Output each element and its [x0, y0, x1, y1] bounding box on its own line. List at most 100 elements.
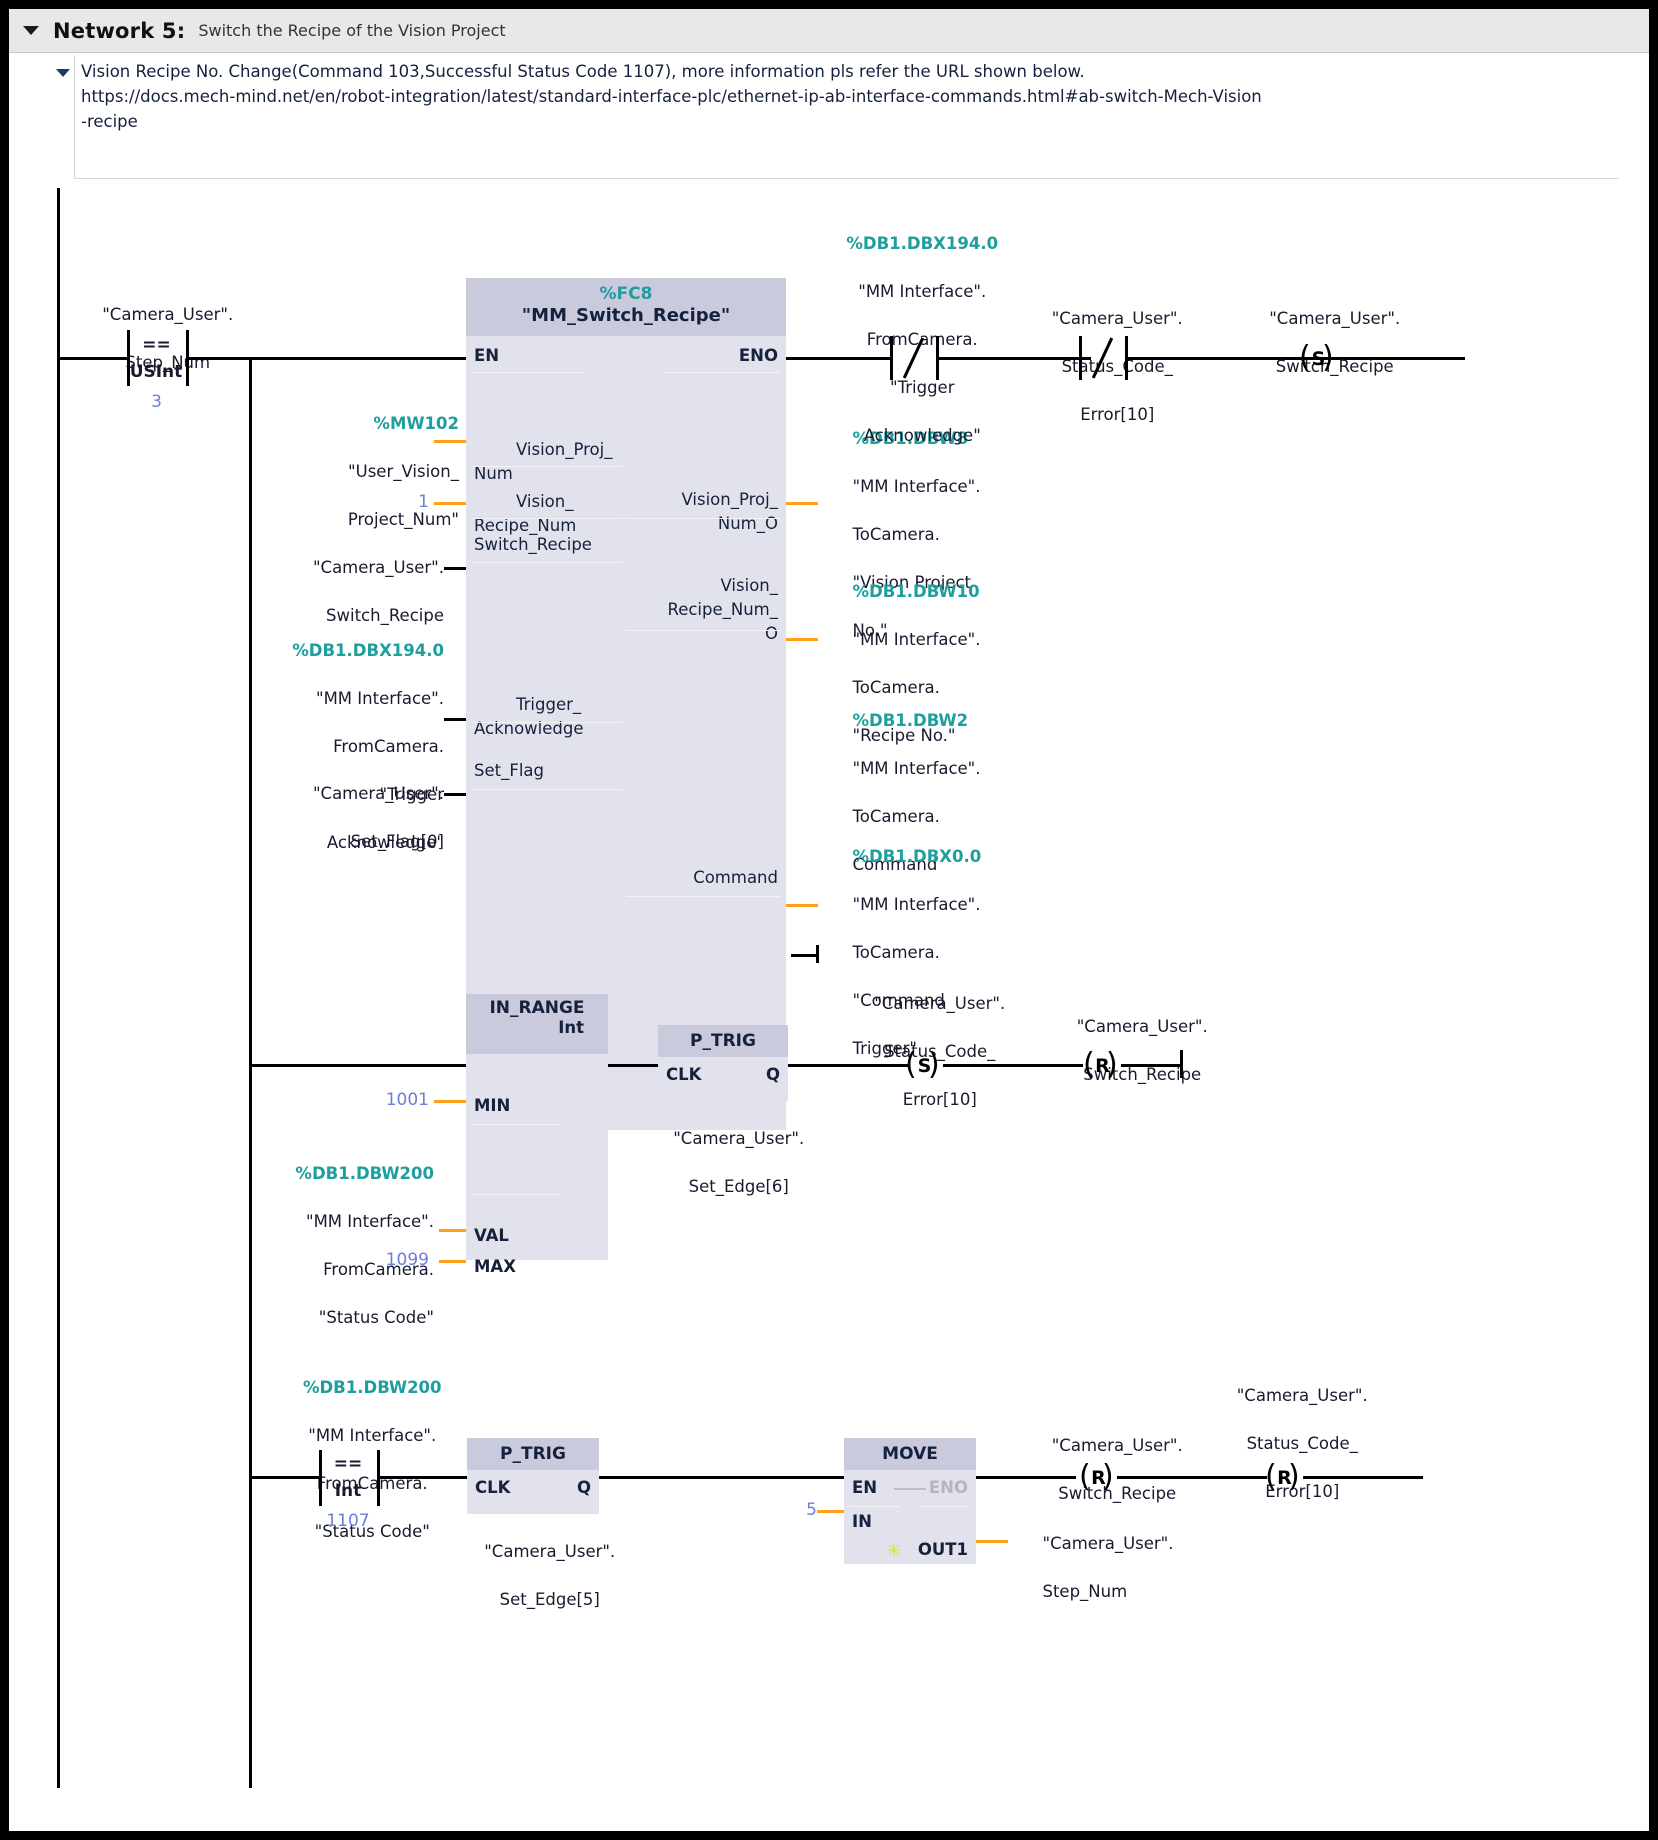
network-comment: Vision Recipe No. Change(Command 103,Suc… — [9, 53, 1649, 188]
move-in-value: 5 — [806, 1500, 817, 1520]
rung2-ptrig-pin-clk[interactable]: CLK — [666, 1065, 702, 1084]
fc8-pin-eno[interactable]: ENO — [738, 346, 778, 365]
fc8-in1-wire — [434, 502, 466, 505]
fc8-pin-command[interactable]: Command — [693, 868, 778, 887]
move-pin-in[interactable]: IN — [852, 1512, 872, 1531]
operand-line1: "Camera_User". — [102, 305, 234, 324]
network-title: Switch the Recipe of the Vision Project — [198, 21, 506, 40]
fc8-pin-switch-recipe[interactable]: Switch_Recipe — [474, 535, 592, 554]
move-header: MOVE — [844, 1438, 976, 1470]
fc8-in2-wire — [444, 567, 466, 570]
comment-box[interactable]: Vision Recipe No. Change(Command 103,Suc… — [74, 55, 1619, 179]
triangle-down-icon[interactable] — [56, 69, 70, 77]
rung3-wire-a — [249, 1476, 319, 1479]
network-label: Network 5: — [53, 18, 186, 43]
rung1-nc2-operand: "Camera_User". Status_Code_ Error[10] — [1051, 309, 1183, 424]
in-range-max-value: 1099 — [385, 1250, 429, 1270]
coil-letter: S — [917, 1055, 933, 1077]
fc8-out3-wire — [791, 954, 819, 957]
move-pin-eno[interactable]: ENO — [928, 1478, 968, 1497]
fc8-out2-operand: %DB1.DBW2 "MM Interface". ToCamera. Comm… — [852, 711, 981, 874]
fc8-out1-operand: %DB1.DBW10 "MM Interface". ToCamera. "Re… — [852, 582, 981, 745]
rung1-coil-operand: "Camera_User". Switch_Recipe — [1269, 309, 1401, 376]
fc8-in3-wire — [444, 718, 466, 721]
rung1-wire-b — [186, 357, 466, 360]
in-range-title: IN_RANGE — [489, 998, 585, 1018]
fc8-pin-trigger-acknowledge[interactable]: Trigger_Acknowledge — [474, 695, 584, 738]
rung1-wire-d — [1125, 357, 1465, 360]
fc8-pin-en[interactable]: EN — [474, 346, 500, 365]
compare-type: Int — [334, 1481, 362, 1501]
rung3-ptrig-pin-clk[interactable]: CLK — [475, 1478, 511, 1497]
network-header[interactable]: Network 5: Switch the Recipe of the Visi… — [9, 9, 1649, 53]
fc8-block[interactable]: %FC8 "MM_Switch_Recipe" EN ENO Vision_Pr… — [466, 278, 786, 1130]
in-range-pin-max[interactable]: MAX — [474, 1257, 516, 1276]
fc8-in3-operand: %DB1.DBX194.0 "MM Interface". FromCamera… — [292, 641, 444, 852]
rung3-contact-operand: %DB1.DBW200 "MM Interface". FromCamera. … — [302, 1378, 442, 1541]
rung3-wire-e — [1117, 1476, 1267, 1479]
compare-value: 3 — [151, 392, 162, 412]
rung3-ptrig-instance: "Camera_User". Set_Edge[5] — [484, 1542, 616, 1609]
fc8-out0-wire — [786, 502, 818, 505]
rung3-wire-c — [599, 1476, 844, 1479]
fc8-address: %FC8 — [599, 284, 653, 304]
rung3-ptrig-block[interactable]: P_TRIG CLK Q — [467, 1438, 599, 1514]
move-pin-en[interactable]: EN — [852, 1478, 878, 1497]
rung2-reset-coil-operand: "Camera_User". Switch_Recipe — [1076, 1017, 1208, 1084]
fc8-pin-vision-proj-num[interactable]: Vision_Proj_Num — [474, 440, 613, 483]
fc8-in1-operand: 1 — [418, 492, 429, 512]
in-range-block[interactable]: IN_RANGE Int MIN VAL MAX — [466, 994, 608, 1276]
rung3-ptrig-pin-q[interactable]: Q — [576, 1478, 591, 1497]
in-range-min-value: 1001 — [385, 1090, 429, 1110]
fc8-in4-wire — [444, 793, 466, 796]
rung1-wire-c — [936, 357, 1091, 360]
address-label: %DB1.DBW10 — [852, 582, 980, 601]
coil-letter: R — [1091, 1467, 1107, 1489]
rung1-branch-rail — [249, 357, 252, 1788]
fc8-pin-vision-recipe-num[interactable]: Vision_Recipe_Num — [474, 492, 577, 535]
comment-line-2: https://docs.mech-mind.net/en/robot-inte… — [81, 87, 1262, 106]
compare-value: 1107 — [326, 1511, 370, 1531]
fc8-out0-operand: %DB1.DBW8 "MM Interface". ToCamera. "Vis… — [852, 429, 981, 640]
coil-letter: R — [1095, 1055, 1111, 1077]
address-label: %DB1.DBX0.0 — [852, 847, 982, 866]
rung2-ptrig-title: P_TRIG — [690, 1031, 756, 1051]
fc8-in4-operand: "Camera_User". Set_Flag[0] — [312, 784, 444, 851]
rung3-reset-coil2-operand: "Camera_User". Status_Code_ Error[10] — [1236, 1386, 1368, 1501]
address-label: %DB1.DBW200 — [302, 1378, 442, 1397]
address-label: %DB1.DBW2 — [852, 711, 969, 730]
rung3-wire-f — [1303, 1476, 1423, 1479]
rung3-ptrig-header: P_TRIG — [467, 1438, 599, 1470]
rung2-wire-c — [788, 1064, 908, 1067]
asterisk-icon: ✳ — [886, 1540, 902, 1562]
coil-letter: R — [1277, 1467, 1293, 1489]
rung3-wire-b — [377, 1476, 467, 1479]
power-rail — [57, 188, 60, 1788]
in-range-max-wire — [439, 1260, 466, 1263]
rung2-wire-a — [249, 1064, 477, 1067]
move-out-operand: "Camera_User". Step_Num — [1042, 1534, 1174, 1601]
fc8-in2-operand: "Camera_User". Switch_Recipe — [312, 558, 444, 625]
rung2-wire-e — [1121, 1064, 1183, 1067]
move-pin-out1[interactable]: OUT1 — [917, 1540, 968, 1559]
rung2-ptrig-block[interactable]: P_TRIG CLK Q — [658, 1025, 788, 1101]
move-in-wire — [817, 1510, 844, 1513]
coil-letter: S — [1311, 348, 1327, 370]
move-block[interactable]: MOVE EN ENO IN OUT1 ✳ — [844, 1438, 976, 1564]
in-range-min-wire — [434, 1100, 466, 1103]
rung2-ptrig-pin-q[interactable]: Q — [765, 1065, 780, 1084]
fc8-pin-set-flag[interactable]: Set_Flag — [474, 761, 545, 780]
fc8-pin-vision-recipe-num-o[interactable]: Vision_Recipe_Num_O — [667, 576, 778, 643]
fc8-out3-tick — [816, 945, 819, 963]
fc8-name: "MM_Switch_Recipe" — [521, 305, 731, 326]
in-range-val-operand: %DB1.DBW200 "MM Interface". FromCamera. … — [295, 1164, 434, 1327]
in-range-pin-min[interactable]: MIN — [474, 1096, 511, 1115]
comment-line-1: Vision Recipe No. Change(Command 103,Suc… — [81, 62, 1085, 81]
fc8-pin-vision-proj-num-o[interactable]: Vision_Proj_Num_O — [681, 490, 778, 533]
triangle-down-icon[interactable] — [23, 26, 39, 35]
rung2-wire-b — [608, 1064, 658, 1067]
rung2-set-coil-operand: "Camera_User". Status_Code_ Error[10] — [874, 994, 1006, 1109]
in-range-pin-val[interactable]: VAL — [474, 1226, 509, 1245]
rung3-reset-coil1-operand: "Camera_User". Switch_Recipe — [1051, 1436, 1183, 1503]
